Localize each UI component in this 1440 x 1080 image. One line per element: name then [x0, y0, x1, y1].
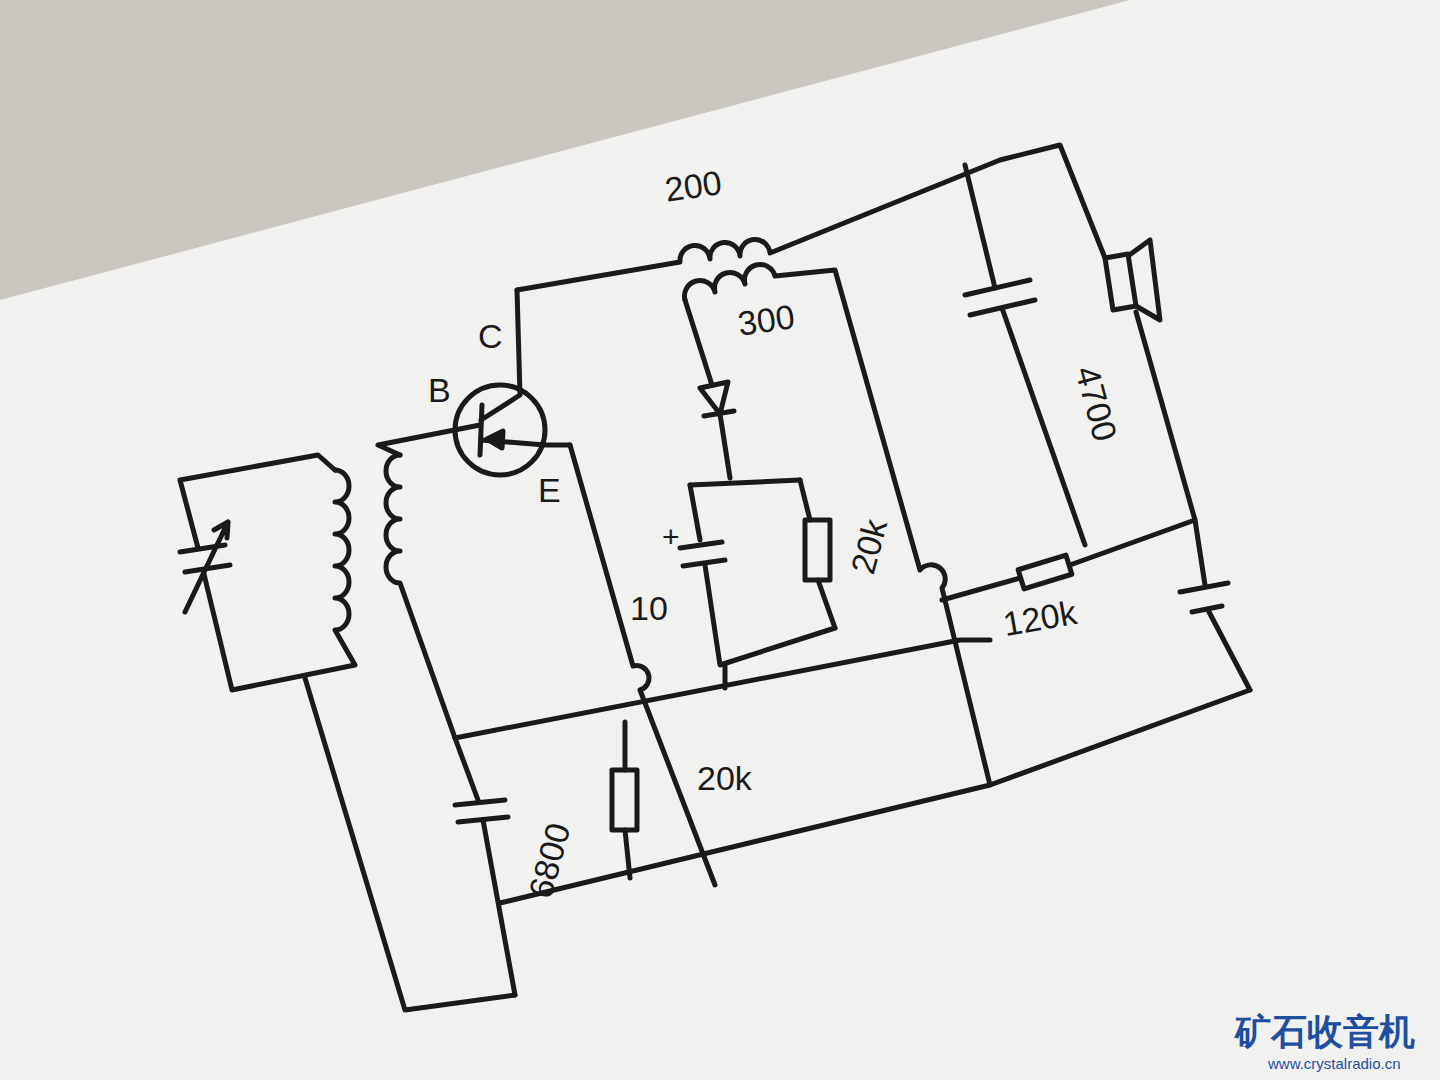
watermark-url: www.crystalradio.cn: [1268, 1056, 1401, 1073]
wire: [705, 565, 835, 665]
transistor-symbol: [455, 385, 545, 475]
emitter-arrow: [487, 431, 503, 448]
pin-name: B: [428, 372, 451, 409]
speaker-cone: [1128, 240, 1160, 320]
wire: [800, 480, 810, 520]
wire: [623, 722, 628, 770]
emitter-line: [570, 445, 715, 885]
wire: [1002, 308, 1085, 545]
wire: [180, 455, 335, 548]
secondary-coil: [386, 455, 455, 738]
wire: [685, 300, 712, 385]
circuit-wires: [180, 145, 1250, 1010]
electrolytic-capacitor-symbol: [680, 542, 725, 566]
base-wire: [378, 425, 480, 455]
wire: [690, 485, 700, 540]
pin-name: C: [478, 318, 503, 355]
coil-200-wire: [517, 145, 1105, 290]
diode-bar: [704, 411, 734, 478]
resistor-value: 20k: [697, 760, 752, 797]
inductor-value: 200: [663, 164, 724, 209]
wire: [818, 580, 835, 628]
transistor-base-bar: [480, 405, 482, 455]
antenna-coil: [203, 470, 355, 690]
wire: [305, 678, 515, 1010]
inductor-value: 300: [736, 298, 797, 343]
wire: [483, 820, 515, 995]
diode-symbol: [700, 382, 728, 414]
battery-symbol: [1180, 583, 1228, 612]
wire: [690, 480, 800, 485]
wire: [942, 578, 1020, 600]
resistor-symbol: [805, 520, 830, 580]
bottom-rail: [500, 690, 1250, 903]
speaker-symbol: [1105, 254, 1136, 310]
variable-capacitor-arrow: [185, 522, 228, 612]
wire: [455, 640, 990, 738]
wire: [965, 165, 995, 288]
wire: [455, 738, 478, 800]
polarity-mark: +: [662, 520, 680, 553]
wire: [1070, 520, 1195, 565]
resistor-symbol: [1018, 555, 1072, 589]
resistor-symbol: [612, 770, 637, 830]
wire: [1208, 610, 1250, 690]
pin-name: E: [538, 472, 561, 509]
watermark: 矿石收音机: [1235, 1012, 1415, 1052]
wire: [1136, 312, 1205, 585]
resistor-value: 10: [630, 590, 668, 627]
coil-300-wire: [684, 264, 990, 785]
